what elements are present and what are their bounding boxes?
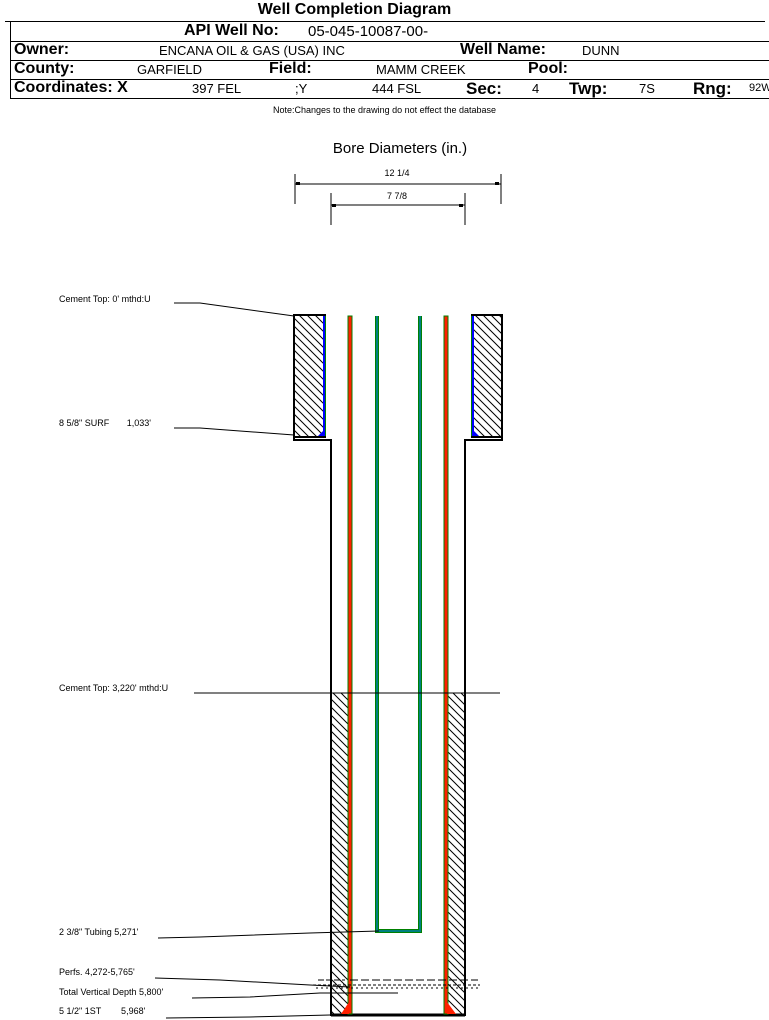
production-casing-right	[443, 315, 449, 1015]
leader-production-casing	[165, 1014, 332, 1019]
coordinates-row: Coordinates: X 397 FEL ;Y 444 FSL Sec: 4…	[10, 79, 769, 99]
coordinates-label: Coordinates: X	[14, 79, 128, 96]
county-label: County:	[14, 60, 75, 77]
api-label: API Well No:	[184, 22, 279, 39]
sec-value: 4	[532, 81, 540, 96]
county-row: County: GARFIELD Field: MAMM CREEK Pool:	[10, 60, 769, 80]
bore-diameter-outer-label: 12 1/4	[384, 168, 410, 178]
page-title: Well Completion Diagram	[257, 1, 452, 18]
bore-diameter-inner-label: 7 7/8	[386, 191, 408, 201]
bore-dimension-inner	[330, 193, 466, 225]
surface-shoe-right	[472, 429, 479, 436]
county-value: GARFIELD	[137, 62, 203, 77]
label-production-casing: 5 1/2" 1ST 5,968'	[59, 1006, 146, 1016]
well-name-value: DUNN	[582, 43, 620, 58]
sec-label: Sec:	[466, 79, 502, 98]
surface-shoe-left	[318, 429, 325, 436]
x-value: 397 FEL	[192, 81, 242, 96]
api-value: 05-045-10087-00-	[308, 23, 429, 40]
open-hole-right-wall	[464, 437, 503, 1016]
label-cement-top-1: Cement Top: 0' mthd:U	[59, 294, 151, 304]
api-row: API Well No: 05-045-10087-00-	[10, 22, 769, 42]
surface-cement-right	[471, 314, 503, 438]
field-label: Field:	[269, 60, 312, 77]
owner-label: Owner:	[14, 41, 70, 58]
twp-value: 7S	[639, 81, 655, 96]
label-surface-casing: 8 5/8" SURF 1,033'	[59, 418, 151, 428]
header-table: API Well No: 05-045-10087-00- Owner: ENC…	[5, 21, 769, 99]
production-shoe-right	[447, 1002, 456, 1014]
leader-tubing	[157, 930, 380, 939]
bore-diameters-title: Bore Diameters (in.)	[332, 140, 468, 157]
production-casing-left	[347, 315, 353, 1015]
rng-value: 92W	[749, 82, 769, 94]
leader-surface-casing	[174, 427, 295, 436]
label-cement-top-2: Cement Top: 3,220' mthd:U	[59, 683, 169, 693]
rng-label: Rng:	[693, 79, 732, 98]
owner-row: Owner: ENCANA OIL & GAS (USA) INC Well N…	[10, 41, 769, 61]
leader-perfs	[154, 977, 351, 988]
surface-cement-left	[293, 314, 326, 438]
y-value: 444 FSL	[372, 81, 422, 96]
pool-label: Pool:	[528, 60, 568, 77]
label-tubing: 2 3/8" Tubing 5,271'	[59, 927, 139, 937]
well-name-label: Well Name:	[460, 41, 546, 58]
production-shoe-left	[341, 1002, 349, 1014]
owner-value: ENCANA OIL & GAS (USA) INC	[159, 43, 345, 58]
perforations	[313, 979, 480, 989]
tubing	[375, 316, 422, 933]
leader-cement-top-1	[174, 302, 295, 317]
y-label: ;Y	[295, 81, 308, 96]
label-tvd: Total Vertical Depth 5,800'	[59, 987, 164, 997]
production-cement-right	[447, 693, 464, 1014]
note-text: Note:Changes to the drawing do not effec…	[273, 105, 496, 115]
leader-tvd	[191, 992, 398, 999]
open-hole-left-wall	[293, 437, 332, 1016]
field-value: MAMM CREEK	[376, 62, 466, 77]
production-cement-left	[332, 693, 349, 1014]
bore-dimension-outer	[294, 174, 502, 204]
twp-label: Twp:	[569, 79, 608, 98]
label-perfs: Perfs. 4,272-5,765'	[59, 967, 135, 977]
